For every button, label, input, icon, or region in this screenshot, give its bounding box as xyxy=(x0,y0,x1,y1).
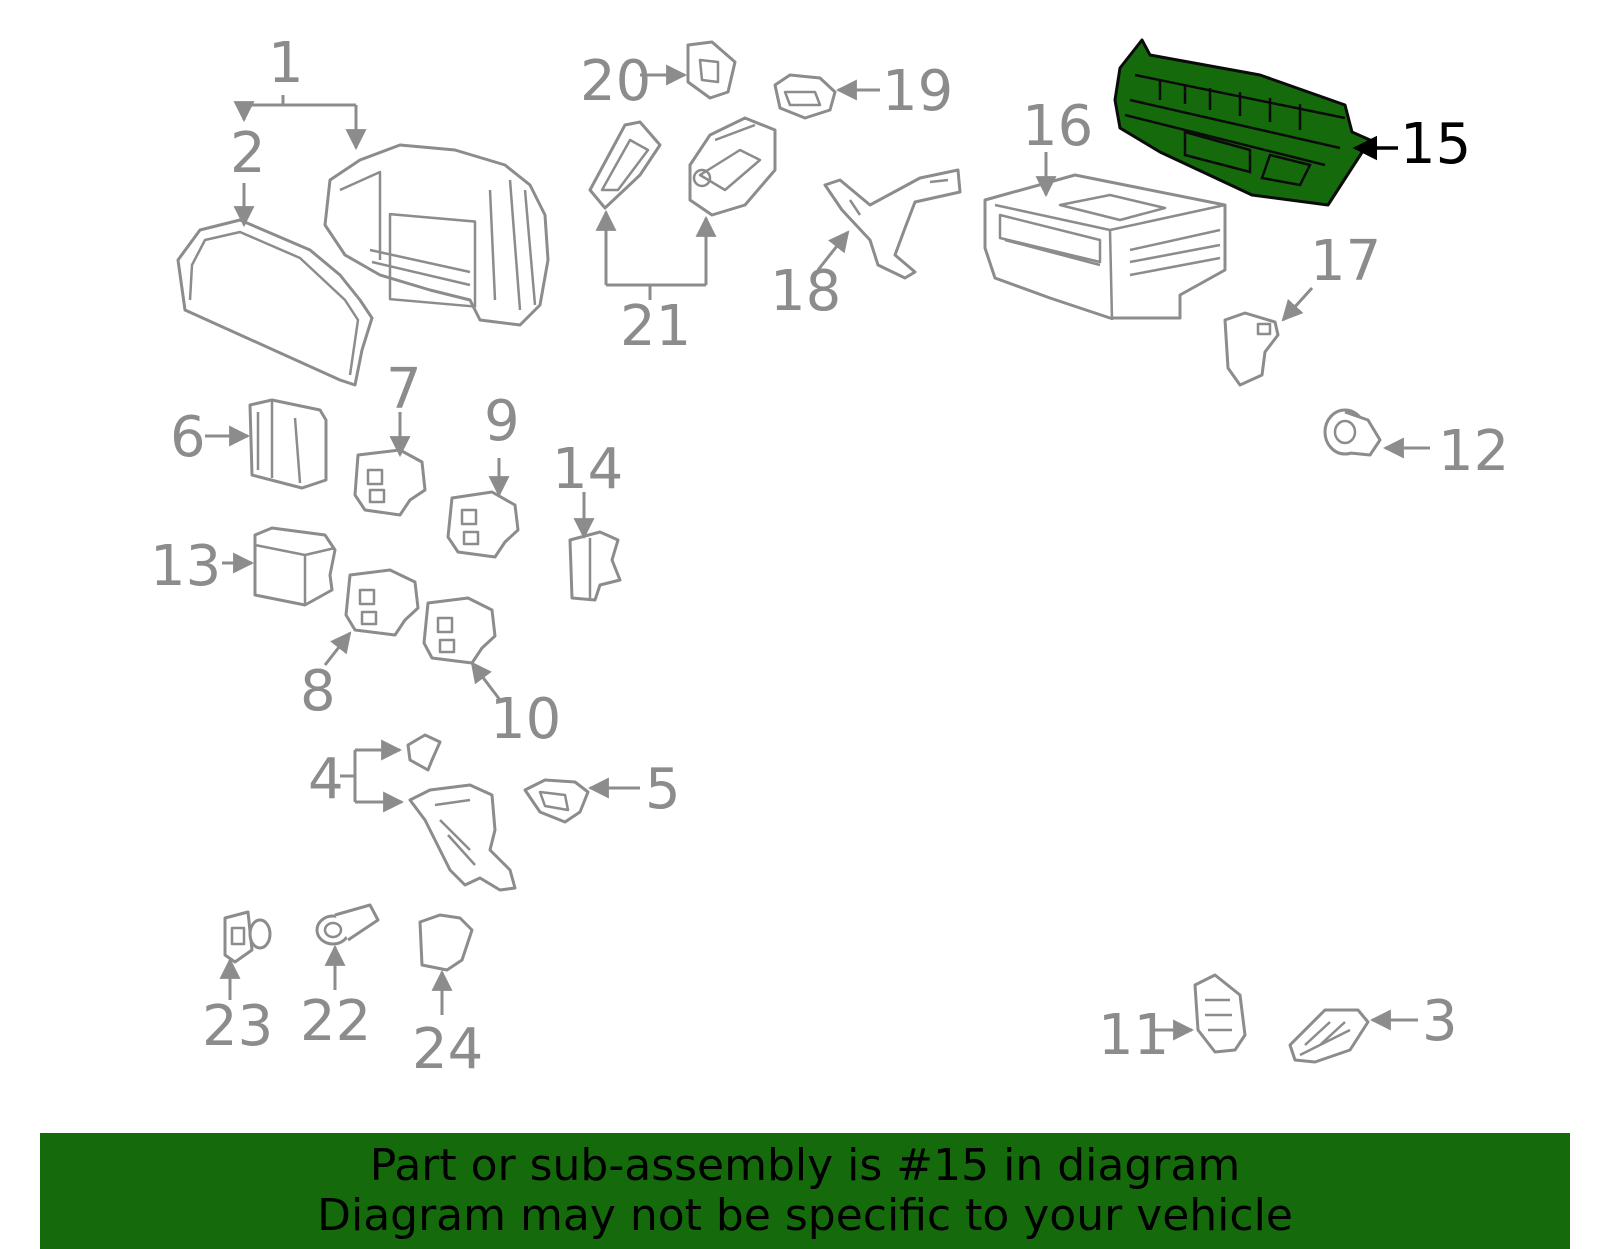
part-19[interactable] xyxy=(773,73,837,120)
part-6[interactable] xyxy=(248,398,328,490)
callout-1: 1 xyxy=(268,31,304,96)
callout-6: 6 xyxy=(170,405,206,470)
callout-19: 19 xyxy=(882,59,953,124)
part-9[interactable] xyxy=(446,490,520,559)
part-10[interactable] xyxy=(422,596,497,665)
part-12[interactable] xyxy=(1323,408,1382,457)
part-21-trim[interactable] xyxy=(588,120,662,210)
part-8[interactable] xyxy=(344,568,420,637)
callout-labels: 1 2 3 4 5 6 7 8 9 10 11 12 13 14 15 16 1… xyxy=(150,31,1509,1082)
part-13[interactable] xyxy=(253,526,337,607)
part-20[interactable] xyxy=(686,40,737,100)
callout-11: 11 xyxy=(1098,1003,1169,1068)
callout-4: 4 xyxy=(308,747,344,812)
callout-24: 24 xyxy=(412,1017,483,1082)
callout-8: 8 xyxy=(300,659,336,724)
callout-21: 21 xyxy=(620,294,691,359)
part-15-climate-control-panel[interactable] xyxy=(1113,38,1372,207)
part-3[interactable] xyxy=(1288,1008,1370,1064)
part-22[interactable] xyxy=(315,903,380,946)
callout-20: 20 xyxy=(580,49,651,114)
callout-15: 15 xyxy=(1400,112,1471,177)
callout-13: 13 xyxy=(150,534,221,599)
callout-12: 12 xyxy=(1438,419,1509,484)
callout-7: 7 xyxy=(386,357,422,422)
callout-3: 3 xyxy=(1422,989,1458,1054)
part-17[interactable] xyxy=(1223,311,1280,387)
part-18-bracket[interactable] xyxy=(823,168,962,280)
parts-diagram: 1 2 3 4 5 6 7 8 9 10 11 12 13 14 15 16 1… xyxy=(150,31,1509,1082)
banner-line-1: Part or sub-assembly is #15 in diagram xyxy=(369,1140,1241,1191)
banner-line-2: Diagram may not be specific to your vehi… xyxy=(317,1190,1293,1241)
leader-lines xyxy=(205,64,1430,1041)
part-24[interactable] xyxy=(418,913,474,972)
callout-22: 22 xyxy=(300,989,371,1054)
callout-10: 10 xyxy=(490,687,561,752)
part-4-small[interactable] xyxy=(406,733,442,772)
part-7[interactable] xyxy=(353,448,427,517)
part-2-meter-lens[interactable] xyxy=(176,218,374,387)
callout-16: 16 xyxy=(1022,94,1093,159)
part-23[interactable] xyxy=(223,910,272,964)
part-4-bracket[interactable] xyxy=(408,783,517,892)
info-banner: Part or sub-assembly is #15 in diagram D… xyxy=(40,1133,1570,1249)
callout-5: 5 xyxy=(645,757,681,822)
callout-17: 17 xyxy=(1310,229,1381,294)
callout-23: 23 xyxy=(202,994,273,1059)
part-14[interactable] xyxy=(568,530,622,602)
callout-14: 14 xyxy=(552,437,623,502)
part-1-meter-assembly[interactable] xyxy=(323,143,550,327)
callout-2: 2 xyxy=(230,121,266,186)
part-5[interactable] xyxy=(523,778,590,824)
part-21-selector[interactable] xyxy=(688,116,777,217)
callout-18: 18 xyxy=(770,259,841,324)
part-11[interactable] xyxy=(1193,973,1247,1054)
part-16-audio-unit[interactable] xyxy=(983,173,1227,321)
callout-9: 9 xyxy=(484,389,520,454)
